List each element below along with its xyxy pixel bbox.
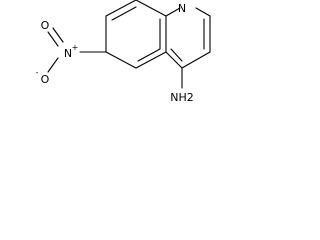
bond-nitro-n-o-top	[47, 31, 59, 47]
amino-group-label: NH2	[170, 91, 194, 104]
bond-c8a-c8	[135, 0, 167, 17]
bond-nitro-n-o-bottom	[47, 57, 59, 73]
bond-n1-c2	[195, 7, 211, 17]
bond-nitro-n-o-top-double	[52, 27, 64, 43]
bond-c8-c7-double	[111, 6, 137, 21]
bond-c5-c4a-double	[137, 48, 161, 62]
chemical-structure-diagram: N N + O O - NH2	[36, 0, 211, 104]
pyridine-ring	[165, 7, 211, 69]
nitro-nitrogen-label: N	[64, 47, 72, 60]
benzene-ring	[105, 0, 167, 69]
nitro-oxygen-charge: -	[36, 68, 39, 77]
bond-c5-c4a	[135, 51, 167, 69]
bond-c6-c5	[105, 51, 137, 69]
bond-c3-c4	[181, 51, 211, 69]
bond-c8-c7	[105, 0, 137, 17]
nitro-oxygen-top-label: O	[41, 19, 50, 32]
ring-nitrogen-label: N	[178, 2, 186, 15]
nitro-nitrogen-charge: +	[72, 43, 79, 52]
bond-c4-c4a-double	[170, 48, 183, 62]
bond-c8a-n1	[165, 7, 181, 17]
nitro-oxygen-bottom-label: O	[41, 73, 50, 86]
bond-c4-c4a	[165, 51, 183, 69]
